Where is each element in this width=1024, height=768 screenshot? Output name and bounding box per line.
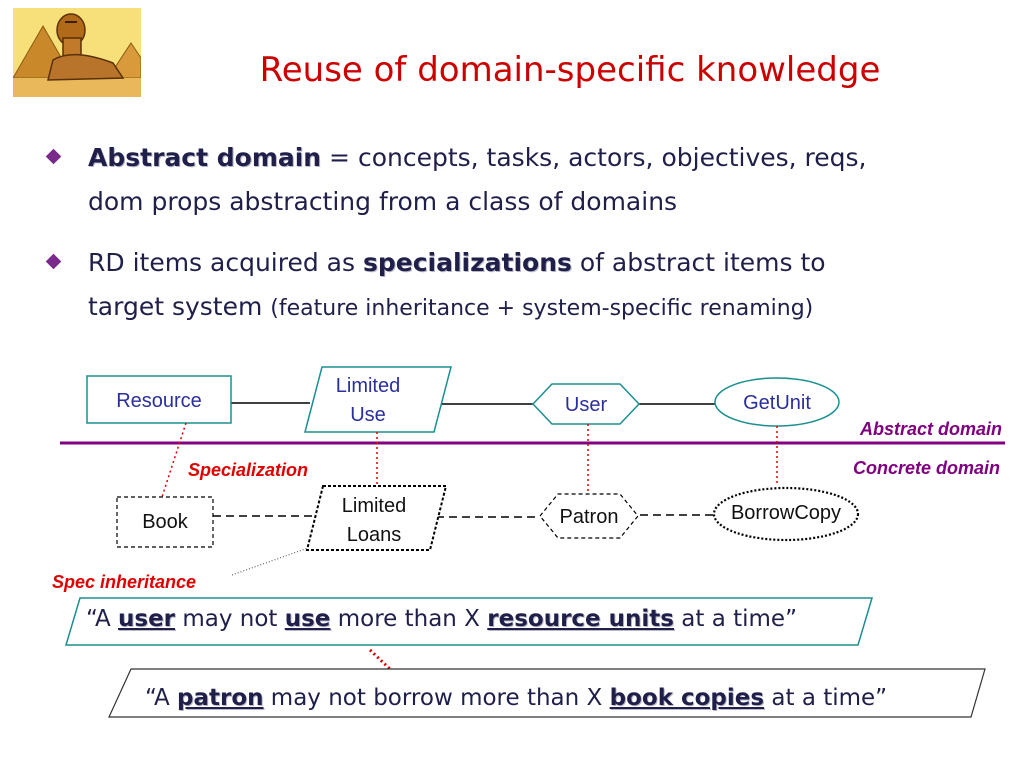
spec-inheritance-link [231,547,309,576]
node-limited-loans-label-2: Loans [347,524,402,546]
quote-term-use: use [284,606,331,632]
quote-link [368,648,394,673]
sphinx-logo [13,8,141,97]
quote-box-abstract [64,597,874,646]
bullet-text-small: (feature inheritance + system-specific r… [270,296,814,321]
quote-text: at a time” [764,685,888,711]
node-resource-label: Resource [116,390,202,412]
quote-text: “A [145,685,177,711]
node-limited-loans-label-1: Limited [342,495,406,517]
node-borrowcopy-label: BorrowCopy [731,502,841,524]
bullet-abstract-domain: Abstract domain = concepts, tasks, actor… [45,136,988,224]
slide-title: Reuse of domain-specific knowledge [259,50,881,90]
bullet-text: dom props abstracting from a class of do… [88,187,678,216]
quote-text: may not borrow more than X [263,685,610,711]
quote-text: may not [175,606,285,632]
spec-inheritance-label: Spec inheritance [52,572,196,592]
quote-term-book-copies: book copies [609,685,765,711]
quote-abstract: “A user may not use more than X resource… [86,606,797,632]
node-user [531,383,641,425]
quote-concrete: “A patron may not borrow more than X boo… [145,685,887,711]
quote-term-user: user [118,606,176,632]
quote-box-concrete [108,668,986,718]
quote-text: more than X [330,606,488,632]
node-limited-use-label-2: Use [350,404,386,426]
spec-link-resource-book [161,422,187,498]
specialization-label: Specialization [188,460,308,480]
term-abstract-domain: Abstract domain [88,143,322,172]
abstract-domain-label: Abstract domain [859,419,1002,439]
node-user-label: User [565,394,608,416]
node-resource [86,375,232,424]
node-patron [539,493,639,539]
bullet-text: target system [88,292,271,321]
concrete-domain-label: Concrete domain [853,458,1000,478]
bullet-specializations: RD items acquired as specializations of … [45,241,988,331]
node-book-label: Book [142,511,189,533]
node-limited-use [304,366,452,433]
bullet-text: of abstract items to [571,248,826,277]
bullet-text: RD items acquired as [88,248,363,277]
quote-text: “A [86,606,118,632]
node-limited-use-label-1: Limited [336,375,400,397]
node-borrowcopy [712,486,860,542]
quote-text: at a time” [673,606,798,632]
bullet-text: = concepts, tasks, actors, objectives, r… [321,143,867,172]
node-patron-label: Patron [560,506,619,528]
node-getunit-label: GetUnit [743,392,811,414]
quote-term-resource-units: resource units [487,606,674,632]
quote-term-patron: patron [177,685,264,711]
node-book [116,496,214,548]
node-limited-loans [305,485,448,551]
term-specializations: specializations [362,248,572,277]
